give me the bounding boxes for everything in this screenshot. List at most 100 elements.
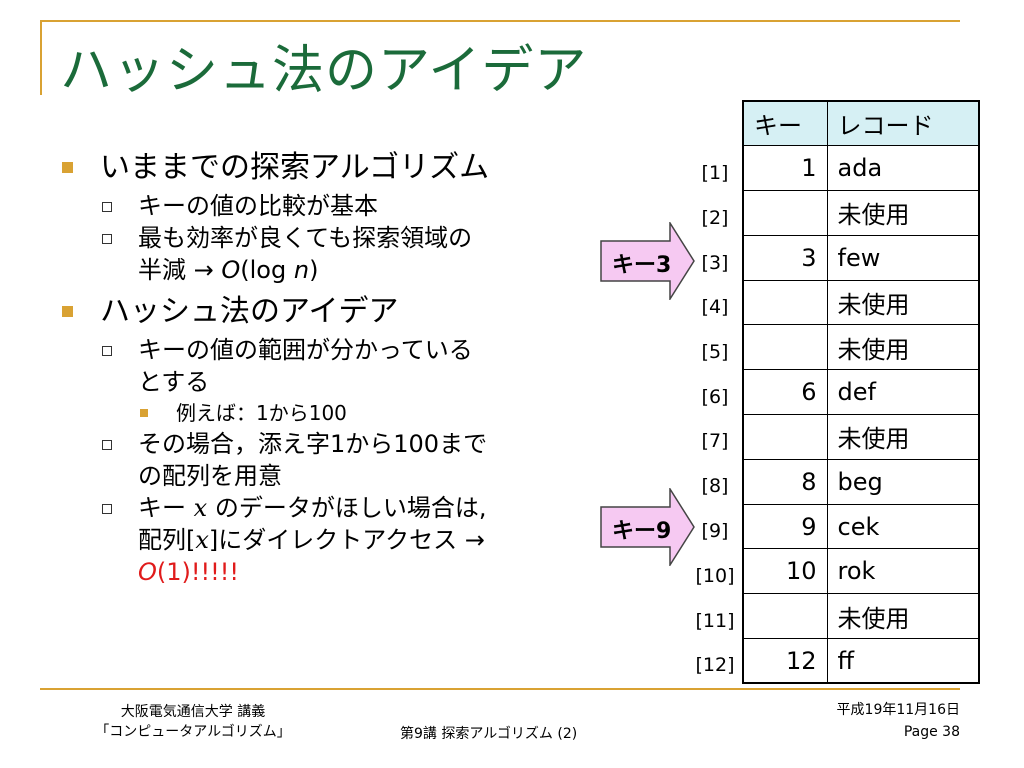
variable-x: x [195,526,209,554]
sub-bullet-text: 最も効率が良くても探索領域の [138,224,473,252]
square-bullet-icon [140,409,148,417]
record-cell: 未使用 [826,593,980,640]
record-cell: cek [826,503,980,550]
big-o-symbol: O [221,256,241,284]
footer-course: 大阪電気通信大学 講義 「コンピュータアルゴリズム」 [78,702,308,742]
bullet-list: いままでの探索アルゴリズム キーの値の比較が基本 最も効率が良くても探索領域の … [62,148,622,588]
key-cell [742,593,828,640]
hollow-square-bullet-icon [102,440,112,450]
sub-bullet-text: その場合，添え字1から100まで [138,430,488,458]
bullet-item: いままでの探索アルゴリズム [62,148,622,188]
arrow-label: キー3 [612,253,672,278]
array-index: [8] [701,475,729,497]
right-arrow-icon [600,488,695,566]
sub-bullet-text: ) [309,256,319,284]
sub-bullet-text: キーの値の範囲が分かっている [138,336,473,364]
key-cell: 6 [742,369,828,416]
sub-bullet-text: 半減 → [138,256,222,284]
array-index: [1] [701,162,729,184]
sub-bullet-text: キーの値の比較が基本 [138,192,378,220]
key-cell [742,190,828,236]
bullet-item: ハッシュ法のアイデア [62,292,622,332]
header-record: レコード [826,100,980,147]
record-cell: few [826,234,980,281]
arrow-label: キー9 [612,519,672,544]
hollow-square-bullet-icon [102,346,112,356]
array-index: [12] [695,654,735,676]
footer-university: 大阪電気通信大学 講義 [120,704,266,720]
record-cell: rok [826,548,980,595]
sub-bullet-text: キー [138,494,194,522]
sub-bullet-text: のデータがほしい場合は, [207,494,487,522]
table-row: 未使用 [742,190,980,236]
record-cell: 未使用 [826,414,980,460]
sub-bullet-item: キー x のデータがほしい場合は, 配列[x]にダイレクトアクセス → O(1)… [62,492,622,588]
record-cell: 未使用 [826,324,980,371]
sub-bullet-item: キーの値の範囲が分かっている とする [62,334,622,398]
array-index: [9] [701,520,729,542]
key-cell: 1 [742,145,828,192]
record-cell: ada [826,145,980,192]
square-bullet-icon [62,306,73,317]
sub-bullet-item: キーの値の比較が基本 [62,190,622,222]
key-cell: 10 [742,548,828,595]
array-index: [11] [695,610,735,632]
sub-sub-bullet-item: 例えば：1から100 [62,398,622,428]
array-index: [4] [701,296,729,318]
key-cell [742,279,828,326]
footer-rule [40,688,960,690]
footer-lecture: 第9講 探索アルゴリズム (2) [400,726,578,742]
hollow-square-bullet-icon [102,202,112,212]
variable-n: n [293,256,310,284]
key-cell: 3 [742,234,828,281]
key-cell: 12 [742,638,828,684]
table-row: 未使用 [742,279,980,326]
array-index: [10] [695,565,735,587]
hollow-square-bullet-icon [102,504,112,514]
sub-sub-bullet-text: 例えば：1から100 [176,401,347,425]
right-arrow-icon [600,222,695,300]
table-row: 未使用 [742,414,980,460]
top-rule [40,20,960,22]
sub-bullet-text: (log [240,256,294,284]
array-index: [3] [701,252,729,274]
record-cell: ff [826,638,980,684]
record-cell: def [826,369,980,416]
big-o-symbol: O [138,558,157,586]
header-key: キー [742,100,828,147]
array-index: [7] [701,430,729,452]
bullet-text: ハッシュ法のアイデア [100,294,399,329]
key-cell: 9 [742,503,828,550]
key-cell [742,324,828,371]
table-row: 未使用 [742,593,980,640]
sub-bullet-text: とする [138,368,210,396]
sub-bullet-item: 最も効率が良くても探索領域の 半減 → O(log n) [62,222,622,286]
sub-bullet-text: 配列[ [138,526,196,554]
key-cell: 8 [742,458,828,505]
array-index: [6] [701,386,729,408]
sub-bullet-text: の配列を用意 [138,462,282,490]
array-index: [2] [701,207,729,229]
emphasis-text: (1)!!!!! [156,558,239,586]
table-header-row: キー レコード [742,100,980,147]
record-cell: beg [826,458,980,505]
footer-course-name: 「コンピュータアルゴリズム」 [95,724,291,740]
slide-title: ハッシュ法のアイデア [60,41,588,101]
record-cell: 未使用 [826,279,980,326]
key-cell [742,414,828,460]
variable-x: x [193,494,208,522]
title-accent-bar [40,20,42,95]
record-cell: 未使用 [826,190,980,236]
array-index: [5] [701,341,729,363]
sub-bullet-item: その場合，添え字1から100まで の配列を用意 [62,428,622,492]
sub-bullet-text: ]にダイレクトアクセス → [208,526,485,554]
table-row: 未使用 [742,324,980,371]
